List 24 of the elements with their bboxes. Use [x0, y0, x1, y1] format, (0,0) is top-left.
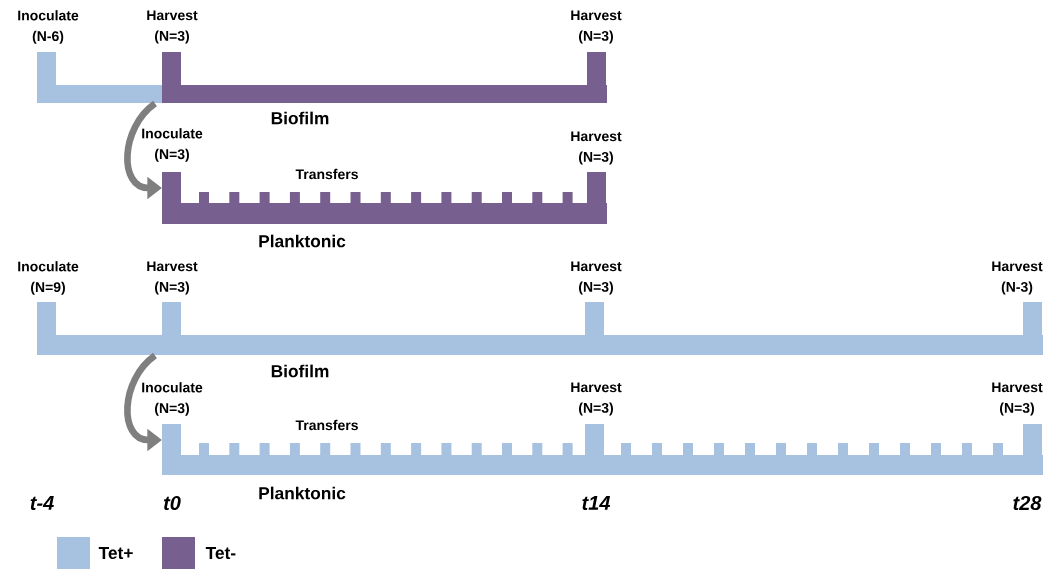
legend-label: Tet+ — [98, 546, 133, 560]
event-label: Harvest (N=3) — [571, 10, 622, 44]
event-label: Harvest (N=3) — [147, 261, 198, 295]
event-label: Inoculate (N=3) — [142, 382, 203, 416]
time-label: t28 — [1013, 495, 1042, 511]
bar-label: Planktonic — [259, 486, 346, 500]
event-label: Harvest (N=3) — [571, 261, 622, 295]
legend-label: Tet- — [205, 546, 236, 560]
event-label: Harvest (N-3) — [992, 261, 1043, 295]
event-label: Harvest (N=3) — [571, 382, 622, 416]
event-label: Inoculate (N=9) — [18, 261, 79, 295]
event-label: Harvest (N=3) — [571, 131, 622, 165]
event-label: Harvest (N=3) — [147, 10, 198, 44]
event-label: Inoculate (N-6) — [18, 10, 79, 44]
bar-label: Transfers — [295, 419, 358, 431]
time-label: t14 — [582, 496, 611, 510]
bar-label: Transfers — [295, 168, 358, 180]
bar-label: Planktonic — [259, 234, 346, 248]
event-label: Inoculate (N=3) — [142, 128, 203, 162]
bar-label: Biofilm — [271, 364, 329, 378]
bar-label: Biofilm — [271, 111, 329, 125]
event-label: Harvest (N=3) — [992, 382, 1043, 416]
time-label: t-4 — [30, 496, 54, 510]
time-label: t0 — [163, 495, 181, 511]
